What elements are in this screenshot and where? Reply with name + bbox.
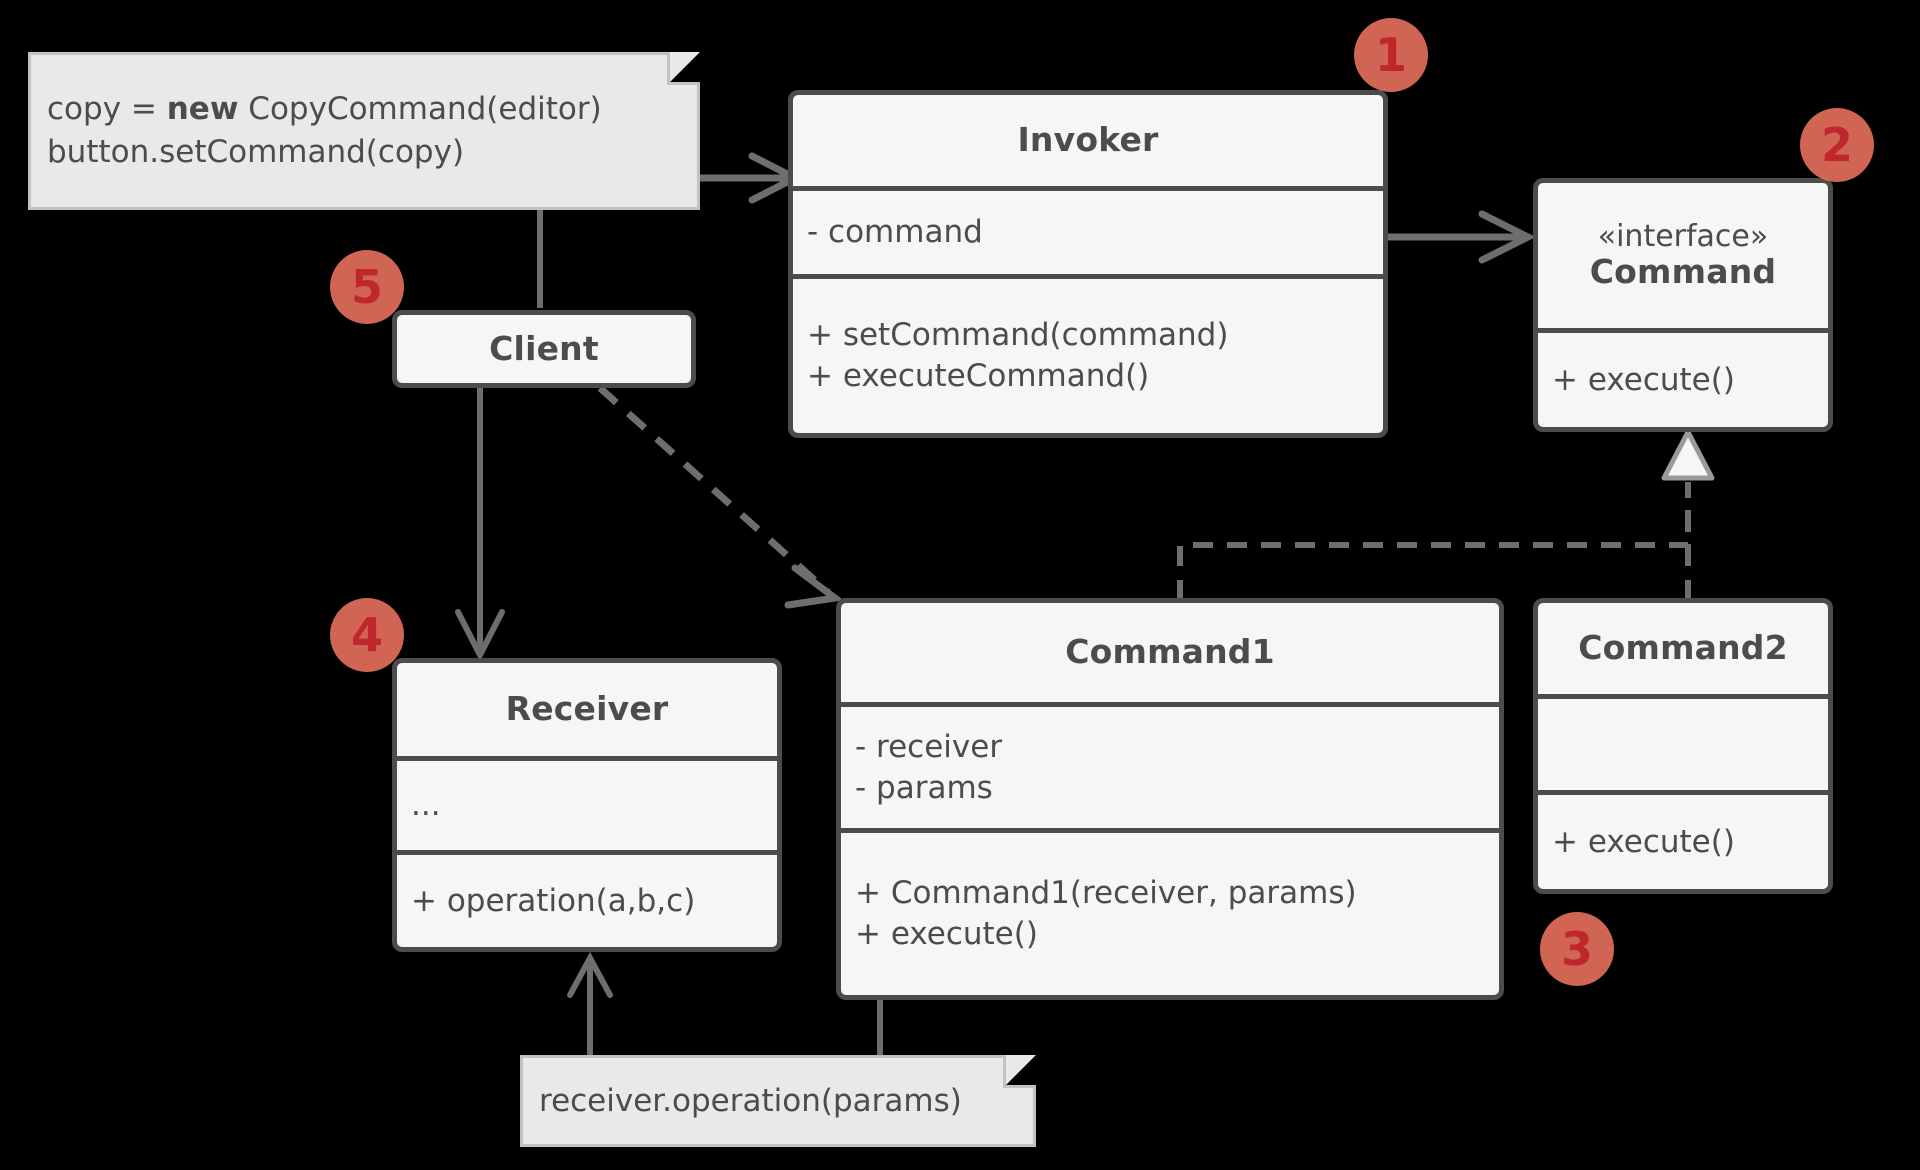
command1-operation-0: + Command1(receiver, params) xyxy=(855,875,1357,912)
command2-title-compartment: Command2 xyxy=(1538,603,1828,699)
receiver-attributes-compartment: ... xyxy=(397,761,777,855)
command2-attributes-compartment xyxy=(1538,699,1828,795)
badge-3[interactable]: 3 xyxy=(1540,912,1614,986)
receiver-operation-0: + operation(a,b,c) xyxy=(411,882,696,919)
invoker-attribute-0: - command xyxy=(807,214,983,251)
note-client-code: copy = new CopyCommand(editor) button.se… xyxy=(28,49,703,210)
relation-command1-to-command xyxy=(1177,482,1691,600)
note-receiver-line1: receiver.operation(params) xyxy=(539,1082,962,1119)
relation-command2-to-command xyxy=(1661,429,1715,600)
client-title-compartment: Client xyxy=(397,315,691,383)
command2-class-name: Command2 xyxy=(1578,628,1788,668)
command-operations-compartment: + execute() xyxy=(1538,333,1828,427)
receiver-class-name: Receiver xyxy=(505,689,669,729)
badge-1[interactable]: 1 xyxy=(1354,18,1428,92)
command1-attribute-1: - params xyxy=(855,769,993,806)
invoker-title-compartment: Invoker xyxy=(793,95,1383,191)
command-stereotype: «interface» xyxy=(1597,218,1769,254)
note-fold-icon xyxy=(667,49,703,85)
invoker-operation-0: + setCommand(command) xyxy=(807,317,1229,354)
invoker-attributes-compartment: - command xyxy=(793,191,1383,279)
relation-client-to-receiver xyxy=(455,388,505,662)
command1-attributes-compartment: - receiver - params xyxy=(841,707,1499,833)
command2-operations-compartment: + execute() xyxy=(1538,795,1828,889)
command1-title-compartment: Command1 xyxy=(841,603,1499,707)
class-box-client[interactable]: Client xyxy=(392,310,696,388)
command2-operation-0: + execute() xyxy=(1552,823,1735,860)
command1-class-name: Command1 xyxy=(1065,632,1275,672)
command1-operation-1: + execute() xyxy=(855,916,1038,952)
command-operation-0: + execute() xyxy=(1552,361,1735,398)
relation-note-to-invoker xyxy=(698,152,803,204)
class-box-command[interactable]: «interface» Command + execute() xyxy=(1533,178,1833,432)
note-client-line2: button.setCommand(copy) xyxy=(47,134,465,170)
relation-invoker-to-command xyxy=(1385,210,1536,264)
invoker-operation-1: + executeCommand() xyxy=(807,358,1150,394)
class-box-receiver[interactable]: Receiver ... + operation(a,b,c) xyxy=(392,658,782,952)
receiver-attribute-0: ... xyxy=(411,787,441,824)
class-box-invoker[interactable]: Invoker - command + setCommand(command) … xyxy=(788,90,1388,438)
client-class-name: Client xyxy=(489,328,599,368)
badge-2[interactable]: 2 xyxy=(1800,108,1874,182)
command1-attribute-0: - receiver xyxy=(855,728,1003,765)
invoker-operations-compartment: + setCommand(command) + executeCommand() xyxy=(793,279,1383,433)
badge-4[interactable]: 4 xyxy=(330,598,404,672)
receiver-operations-compartment: + operation(a,b,c) xyxy=(397,855,777,947)
command-title-compartment: «interface» Command xyxy=(1538,183,1828,333)
note-fold-icon xyxy=(1003,1052,1039,1088)
receiver-title-compartment: Receiver xyxy=(397,663,777,761)
relation-note-to-receiver xyxy=(567,951,613,1055)
note-client-line1: copy = new CopyCommand(editor) xyxy=(47,91,602,128)
badge-5[interactable]: 5 xyxy=(330,250,404,324)
command1-operations-compartment: + Command1(receiver, params) + execute() xyxy=(841,833,1499,995)
class-box-command2[interactable]: Command2 + execute() xyxy=(1533,598,1833,894)
note-receiver-call: receiver.operation(params) xyxy=(520,1052,1039,1147)
invoker-class-name: Invoker xyxy=(1017,120,1159,160)
class-box-command1[interactable]: Command1 - receiver - params + Command1(… xyxy=(836,598,1504,1000)
command-class-name: Command xyxy=(1589,252,1777,292)
